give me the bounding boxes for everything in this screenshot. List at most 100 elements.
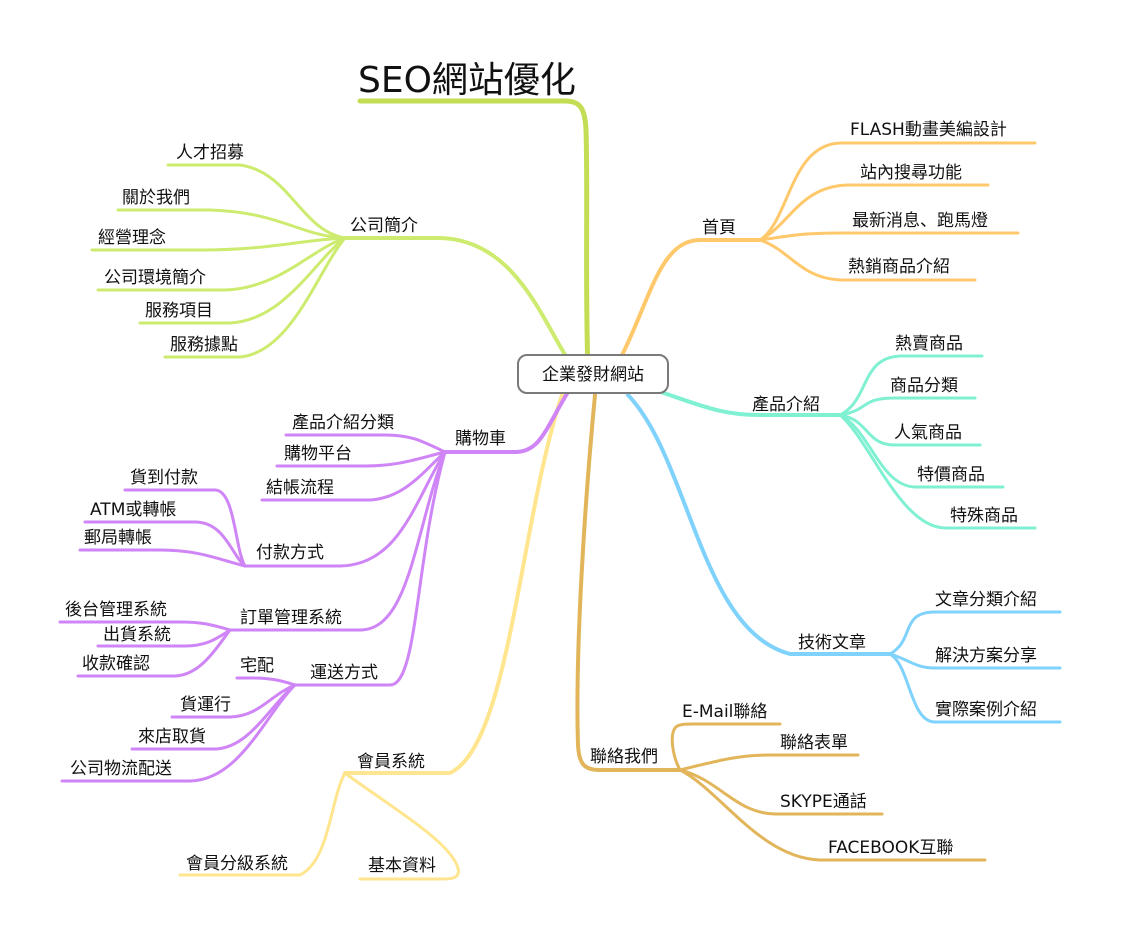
member-item-2[interactable]: 基本資料 xyxy=(368,856,436,876)
center-node-box xyxy=(517,354,669,394)
shipping-connector xyxy=(293,450,447,687)
company-child-connector-5 xyxy=(138,236,347,325)
company-item-2[interactable]: 關於我們 xyxy=(122,188,190,208)
company-item-3[interactable]: 經營理念 xyxy=(98,227,166,248)
cart-label[interactable]: 購物車 xyxy=(455,429,506,449)
payment-child-connector-3 xyxy=(78,548,247,568)
cart-item-3[interactable]: 結帳流程 xyxy=(266,478,334,498)
member-label[interactable]: 會員系統 xyxy=(357,752,425,772)
contact-item-1[interactable]: E-Mail聯絡 xyxy=(682,702,767,722)
company-child-connector-4 xyxy=(96,236,347,292)
home-item-1[interactable]: FLASH動畫美編設計 xyxy=(850,120,1007,140)
company-label[interactable]: 公司簡介 xyxy=(350,216,418,236)
contact-item-2[interactable]: 聯絡表單 xyxy=(780,733,848,753)
home-item-3[interactable]: 最新消息、跑馬燈 xyxy=(852,211,988,231)
payment-item-1[interactable]: 貨到付款 xyxy=(130,468,198,488)
branch-company: 公司簡介 人才招募 關於我們 經營理念 公司環境簡介 服務項目 服務據點 xyxy=(90,143,577,372)
contact-child-connector-3 xyxy=(678,768,884,816)
orders-connector xyxy=(228,450,447,632)
tech-child-connector-1 xyxy=(888,610,1062,656)
home-child-connector-2 xyxy=(758,183,990,242)
company-item-6[interactable]: 服務據點 xyxy=(170,335,238,355)
tech-item-3[interactable]: 實際案例介紹 xyxy=(935,700,1037,720)
cart-item-2[interactable]: 購物平台 xyxy=(284,444,352,464)
contact-connector xyxy=(575,393,682,772)
shipping-item-4[interactable]: 公司物流配送 xyxy=(70,759,172,779)
cart-child-connector-1 xyxy=(284,433,447,454)
shipping-item-2[interactable]: 貨運行 xyxy=(180,695,231,715)
branch-tech: 技術文章 文章分類介紹 解決方案分享 實際案例介紹 xyxy=(626,393,1062,724)
home-child-connector-4 xyxy=(758,238,977,282)
tech-item-1[interactable]: 文章分類介紹 xyxy=(935,590,1037,610)
products-child-connector-3 xyxy=(838,413,982,447)
payment-child-connector-1 xyxy=(123,488,247,568)
orders-child-connector-2 xyxy=(96,628,232,648)
products-item-1[interactable]: 熱賣商品 xyxy=(895,334,963,354)
company-item-5[interactable]: 服務項目 xyxy=(145,301,213,321)
orders-item-3[interactable]: 收款確認 xyxy=(82,654,150,674)
shipping-item-3[interactable]: 來店取貨 xyxy=(138,727,206,747)
home-child-connector-3 xyxy=(758,231,1020,242)
tech-label[interactable]: 技術文章 xyxy=(798,633,866,653)
products-child-connector-2 xyxy=(838,396,977,417)
company-item-1[interactable]: 人才招募 xyxy=(176,143,244,163)
shipping-child-connector-2 xyxy=(170,683,297,719)
home-item-4[interactable]: 熱銷商品介紹 xyxy=(848,257,950,277)
products-connector xyxy=(653,388,842,417)
products-label[interactable]: 產品介紹 xyxy=(752,395,820,415)
cart-child-connector-3 xyxy=(260,450,447,502)
payment-connector xyxy=(243,450,447,568)
payment-child-connector-2 xyxy=(83,520,247,568)
orders-label[interactable]: 訂單管理系統 xyxy=(240,608,342,628)
shipping-item-1[interactable]: 宅配 xyxy=(240,656,274,676)
seo-connector xyxy=(357,98,591,373)
contact-item-3[interactable]: SKYPE通話 xyxy=(780,792,867,812)
contact-child-connector-1 xyxy=(670,722,782,772)
home-item-2[interactable]: 站內搜尋功能 xyxy=(860,163,962,183)
products-item-4[interactable]: 特價商品 xyxy=(917,465,985,485)
company-connector xyxy=(343,236,577,372)
company-item-4[interactable]: 公司環境簡介 xyxy=(104,268,206,288)
branch-contact: 聯絡我們 E-Mail聯絡 聯絡表單 SKYPE通話 FACEBOOK互聯 xyxy=(575,393,987,862)
contact-item-4[interactable]: FACEBOOK互聯 xyxy=(828,838,953,858)
member-child-connector-1 xyxy=(178,771,347,877)
cart-connector xyxy=(443,390,570,454)
cart-item-1[interactable]: 產品介紹分類 xyxy=(292,413,394,433)
home-connector xyxy=(620,238,762,357)
member-item-1[interactable]: 會員分級系統 xyxy=(186,854,288,874)
orders-item-1[interactable]: 後台管理系統 xyxy=(65,600,167,620)
payment-item-2[interactable]: ATM或轉帳 xyxy=(90,500,176,520)
products-child-connector-5 xyxy=(838,413,1037,530)
company-child-connector-2 xyxy=(116,208,347,240)
branch-cart: 購物車 產品介紹分類 購物平台 結帳流程 付款方式 貨到付款 ATM或轉帳 郵局… xyxy=(58,390,570,783)
branch-products: 產品介紹 熱賣商品 商品分類 人氣商品 特價商品 特殊商品 xyxy=(653,334,1037,530)
payment-item-3[interactable]: 郵局轉帳 xyxy=(84,528,152,548)
tech-item-2[interactable]: 解決方案分享 xyxy=(935,646,1037,666)
products-child-connector-1 xyxy=(838,354,984,417)
orders-item-2[interactable]: 出貨系統 xyxy=(103,625,171,645)
branch-home: 首頁 FLASH動畫美編設計 站內搜尋功能 最新消息、跑馬燈 熱銷商品介紹 xyxy=(620,120,1037,357)
tech-child-connector-2 xyxy=(888,652,1062,670)
payment-label[interactable]: 付款方式 xyxy=(256,543,324,563)
center-node[interactable]: 企業發財網站 xyxy=(517,354,669,394)
seo-label[interactable]: SEO網站優化 xyxy=(358,60,576,101)
shipping-label[interactable]: 運送方式 xyxy=(310,663,378,683)
branch-seo: SEO網站優化 xyxy=(357,60,591,373)
contact-label[interactable]: 聯絡我們 xyxy=(590,747,658,767)
products-item-3[interactable]: 人氣商品 xyxy=(894,423,962,443)
member-child-connector-2 xyxy=(343,771,460,881)
tech-connector xyxy=(626,393,892,656)
tech-child-connector-3 xyxy=(888,652,1062,724)
contact-child-connector-4 xyxy=(678,768,987,862)
products-item-5[interactable]: 特殊商品 xyxy=(950,506,1018,526)
company-child-connector-6 xyxy=(163,236,347,359)
home-label[interactable]: 首頁 xyxy=(702,218,736,238)
company-child-connector-1 xyxy=(166,163,347,240)
center-label[interactable]: 企業發財網站 xyxy=(542,365,644,385)
shipping-child-connector-4 xyxy=(60,683,297,783)
cart-child-connector-2 xyxy=(275,450,447,468)
contact-child-connector-2 xyxy=(678,753,860,772)
products-item-2[interactable]: 商品分類 xyxy=(890,376,958,396)
orders-child-connector-3 xyxy=(76,628,232,678)
